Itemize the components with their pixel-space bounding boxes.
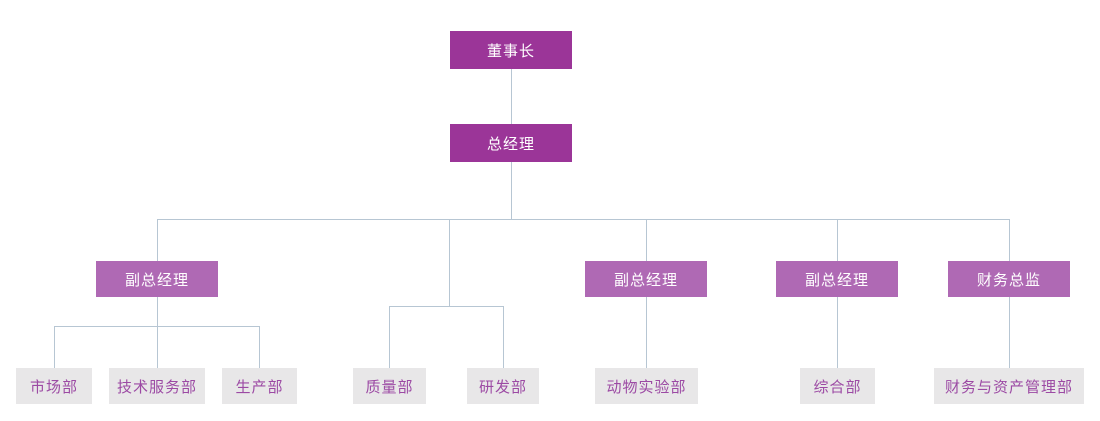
connector-main-horizontal: [157, 219, 1010, 220]
connector-vp1-stem: [157, 297, 158, 326]
node-rnd[interactable]: 研发部: [467, 368, 539, 404]
connector-to-production: [259, 326, 260, 368]
node-marketing[interactable]: 市场部: [16, 368, 92, 404]
node-general-manager[interactable]: 总经理: [450, 124, 572, 162]
node-quality[interactable]: 质量部: [353, 368, 426, 404]
connector-branch-vp3: [837, 219, 838, 261]
node-animal-lab[interactable]: 动物实验部: [595, 368, 698, 404]
node-vp1[interactable]: 副总经理: [96, 261, 218, 297]
connector-branch-middle-stem: [449, 219, 450, 306]
connector-to-rnd: [503, 306, 504, 368]
connector-gm-mainline: [511, 162, 512, 219]
connector-to-general-affairs: [837, 297, 838, 368]
connector-branch-cfo: [1009, 219, 1010, 261]
connector-to-tech-service: [157, 326, 158, 368]
node-vp3[interactable]: 副总经理: [776, 261, 898, 297]
connector-to-quality: [389, 306, 390, 368]
connector-branch-vp2: [646, 219, 647, 261]
connector-to-marketing: [54, 326, 55, 368]
node-chairman[interactable]: 董事长: [450, 31, 572, 69]
connector-to-animal-lab: [646, 297, 647, 368]
node-general-affairs[interactable]: 综合部: [800, 368, 875, 404]
connector-branch-vp1: [157, 219, 158, 261]
node-cfo[interactable]: 财务总监: [948, 261, 1070, 297]
node-production[interactable]: 生产部: [222, 368, 297, 404]
node-tech-service[interactable]: 技术服务部: [109, 368, 205, 404]
connector-chairman-gm: [511, 69, 512, 124]
connector-to-finance-assets: [1009, 297, 1010, 368]
node-vp2[interactable]: 副总经理: [585, 261, 707, 297]
connector-middle-horizontal: [389, 306, 503, 307]
node-finance-assets[interactable]: 财务与资产管理部: [934, 368, 1084, 404]
connector-vp1-horizontal: [54, 326, 259, 327]
